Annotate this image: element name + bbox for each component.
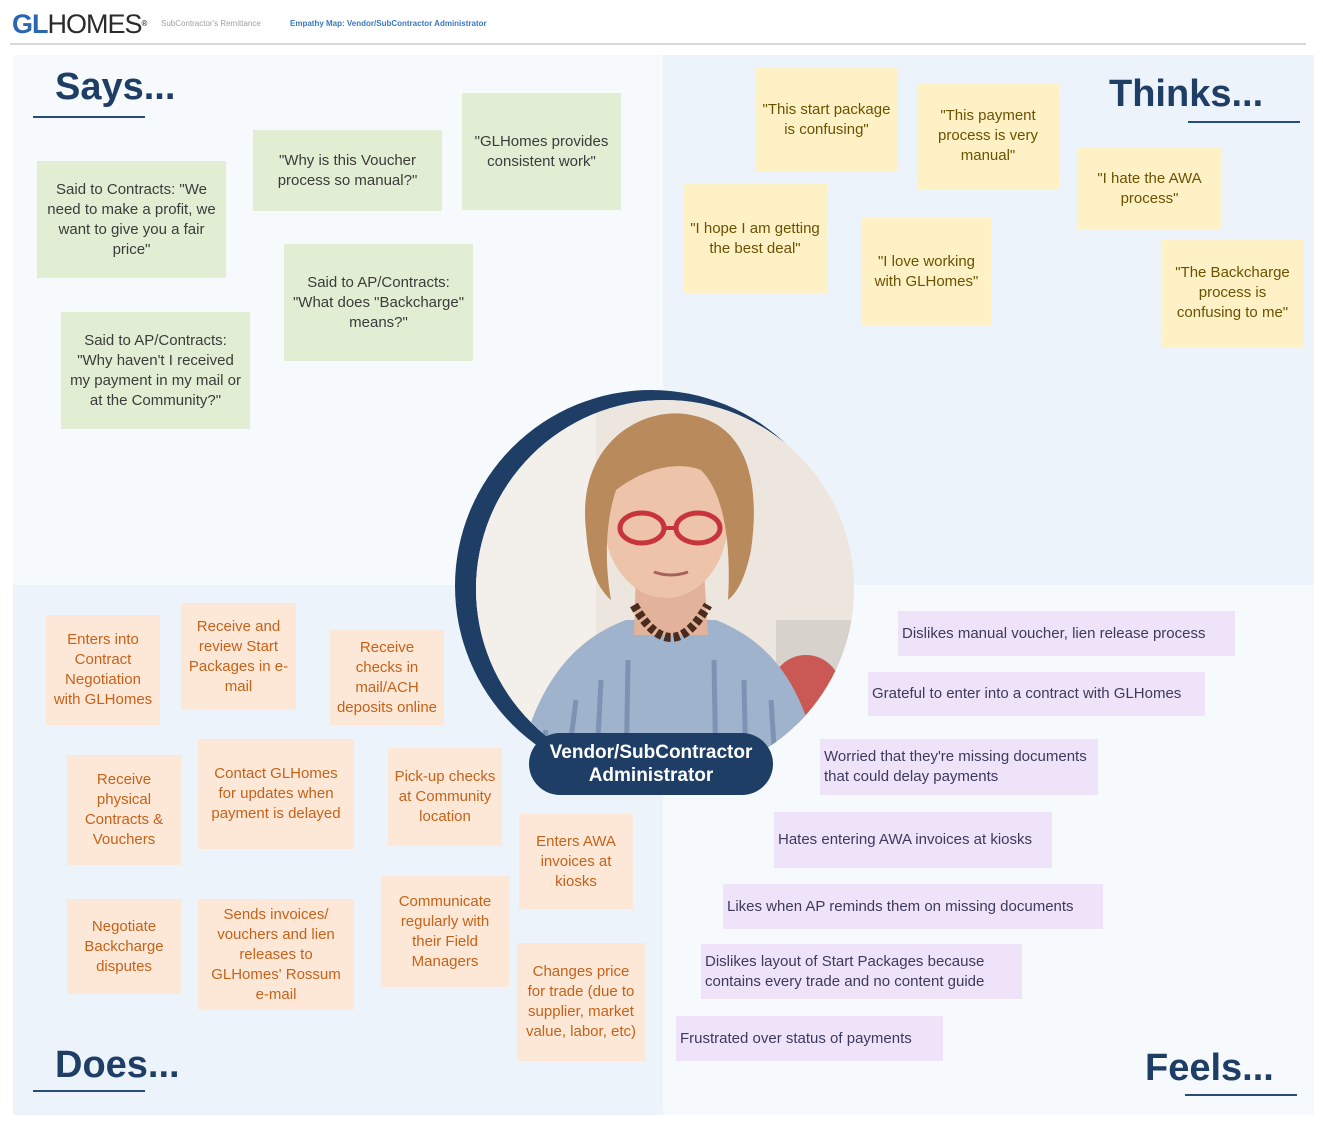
- says-note: Said to AP/Contracts: "What does "Backch…: [284, 244, 473, 361]
- persona-name-badge: Vendor/SubContractor Administrator: [529, 733, 773, 795]
- feels-title: Feels...: [1145, 1047, 1274, 1089]
- says-title: Says...: [55, 66, 176, 108]
- does-note: Enters AWA invoices at kiosks: [519, 814, 633, 909]
- says-note: "GLHomes provides consistent work": [462, 93, 621, 210]
- does-note: Enters into Contract Negotiation with GL…: [46, 615, 160, 725]
- does-note: Changes price for trade (due to supplier…: [517, 943, 645, 1061]
- thinks-note: "This payment process is very manual": [917, 83, 1059, 189]
- logo-gl-text: GL: [12, 9, 48, 39]
- breadcrumb-project: SubContractor's Remittance: [161, 19, 261, 28]
- does-note: Receive physical Contracts & Vouchers: [67, 755, 181, 865]
- thinks-note: "This start package is confusing": [755, 67, 898, 172]
- thinks-underline: [1188, 121, 1300, 123]
- persona-illustration: [476, 400, 854, 778]
- does-note: Communicate regularly with their Field M…: [381, 876, 509, 987]
- thinks-note: "The Backcharge process is confusing to …: [1161, 239, 1304, 347]
- breadcrumb-page-title: Empathy Map: Vendor/SubContractor Admini…: [290, 19, 487, 28]
- feels-underline: [1185, 1094, 1297, 1096]
- logo-homes-text: HOMES: [47, 9, 143, 39]
- header-divider: [10, 43, 1306, 45]
- feels-note: Worried that they're missing documents t…: [820, 739, 1098, 795]
- says-note: Said to Contracts: "We need to make a pr…: [37, 161, 226, 278]
- persona-photo: [476, 400, 854, 778]
- logo-registered-mark: ®: [141, 19, 148, 28]
- does-underline: [33, 1090, 145, 1092]
- says-underline: [33, 116, 145, 118]
- feels-note: Hates entering AWA invoices at kiosks: [774, 812, 1052, 868]
- feels-note: Likes when AP reminds them on missing do…: [723, 884, 1103, 929]
- says-note: Said to AP/Contracts: "Why haven't I rec…: [61, 312, 250, 429]
- thinks-note: "I hope I am getting the best deal": [683, 184, 827, 293]
- glhomes-logo: GLHOMES®: [12, 8, 148, 40]
- says-note: "Why is this Voucher process so manual?": [253, 130, 442, 211]
- does-note: Receive and review Start Packages in e-m…: [181, 603, 296, 710]
- does-note: Contact GLHomes for updates when payment…: [198, 739, 354, 849]
- does-note: Sends invoices/ vouchers and lien releas…: [198, 899, 354, 1010]
- thinks-title: Thinks...: [1109, 73, 1264, 115]
- does-title: Does...: [55, 1044, 180, 1086]
- feels-note: Dislikes layout of Start Packages becaus…: [701, 944, 1022, 999]
- feels-note: Frustrated over status of payments: [676, 1016, 943, 1061]
- thinks-note: "I hate the AWA process": [1078, 148, 1221, 229]
- thinks-note: "I love working with GLHomes": [862, 218, 991, 326]
- page-header: GLHOMES® SubContractor's Remittance Empa…: [0, 0, 1323, 46]
- does-note: Receive checks in mail/ACH deposits onli…: [330, 630, 444, 725]
- does-note: Pick-up checks at Community location: [388, 748, 502, 846]
- does-note: Negotiate Backcharge disputes: [67, 899, 181, 994]
- feels-note: Dislikes manual voucher, lien release pr…: [898, 611, 1235, 656]
- feels-note: Grateful to enter into a contract with G…: [868, 672, 1205, 716]
